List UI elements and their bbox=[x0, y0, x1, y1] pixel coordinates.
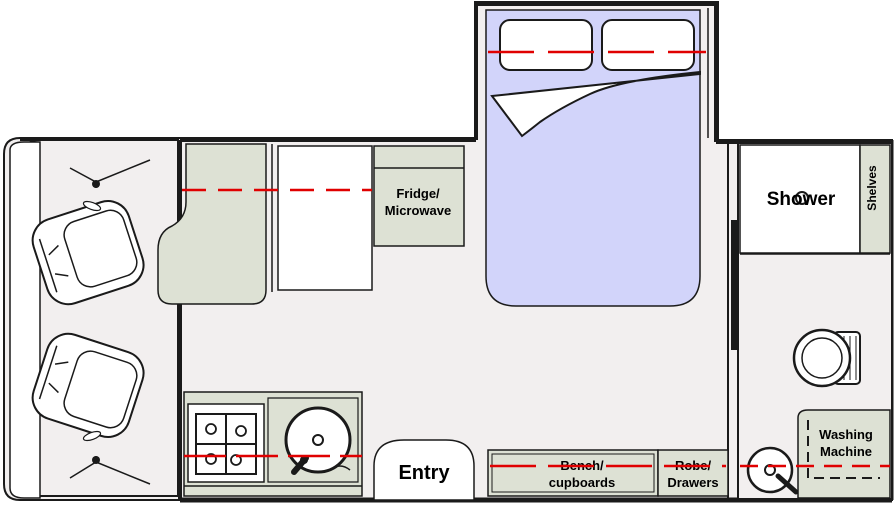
burner-1-icon bbox=[205, 423, 217, 435]
bench-cupboards bbox=[487, 449, 659, 497]
cooktop-grid bbox=[196, 414, 256, 474]
seatbelt-bottom bbox=[82, 430, 102, 442]
fridge-label-line1: Fridge/ bbox=[396, 186, 440, 201]
bed-alcove-wall bbox=[474, 2, 718, 142]
entry-label: Entry bbox=[398, 462, 450, 484]
shower-label: Shower bbox=[767, 189, 836, 210]
cab-windscreen bbox=[9, 141, 41, 499]
toilet-seat-inner bbox=[801, 337, 843, 379]
seatbelt-top bbox=[82, 200, 102, 212]
fridge-label-line2: Microwave bbox=[385, 203, 451, 218]
washing-machine-label-line2: Machine bbox=[820, 444, 872, 459]
passenger-seat[interactable] bbox=[27, 328, 149, 443]
shelves-unit bbox=[859, 144, 891, 254]
bathroom-door[interactable] bbox=[731, 220, 737, 350]
driver-seat[interactable] bbox=[27, 195, 149, 310]
bench-label-line2: cupboards bbox=[549, 475, 615, 490]
pillow-left bbox=[499, 19, 593, 71]
pantry-cupboard bbox=[277, 145, 373, 291]
double-bed[interactable] bbox=[485, 9, 701, 307]
washing-machine-unit bbox=[797, 409, 891, 499]
kitchen-sink-drain bbox=[312, 434, 324, 446]
washing-machine-dashes bbox=[807, 420, 880, 479]
burner-2-icon bbox=[235, 425, 247, 437]
shelves-label: Shelves bbox=[865, 165, 879, 211]
cab-wiper-top-pivot bbox=[92, 180, 100, 188]
kitchen-sink-drainer bbox=[329, 465, 351, 471]
bathroom-basin-tap bbox=[775, 473, 799, 495]
pillow-right bbox=[601, 19, 695, 71]
dinette-bench bbox=[157, 143, 267, 305]
cab-wiper-bottom-pivot bbox=[92, 456, 100, 464]
robe-drawers bbox=[657, 449, 729, 497]
fridge-microwave-unit bbox=[373, 145, 465, 247]
entry-step[interactable] bbox=[373, 439, 475, 501]
cab-area bbox=[18, 139, 179, 497]
washing-machine-label-line1: Washing bbox=[819, 427, 873, 442]
kitchen-sink-icon bbox=[284, 406, 352, 474]
robe-label-line2: Drawers bbox=[667, 475, 718, 490]
bed-sheet-fold bbox=[490, 70, 701, 138]
bench-cupboards-inner bbox=[491, 453, 655, 493]
shower-cubicle bbox=[739, 144, 861, 254]
shower-drain-icon bbox=[795, 191, 809, 205]
kitchen-tap-base bbox=[300, 456, 308, 464]
